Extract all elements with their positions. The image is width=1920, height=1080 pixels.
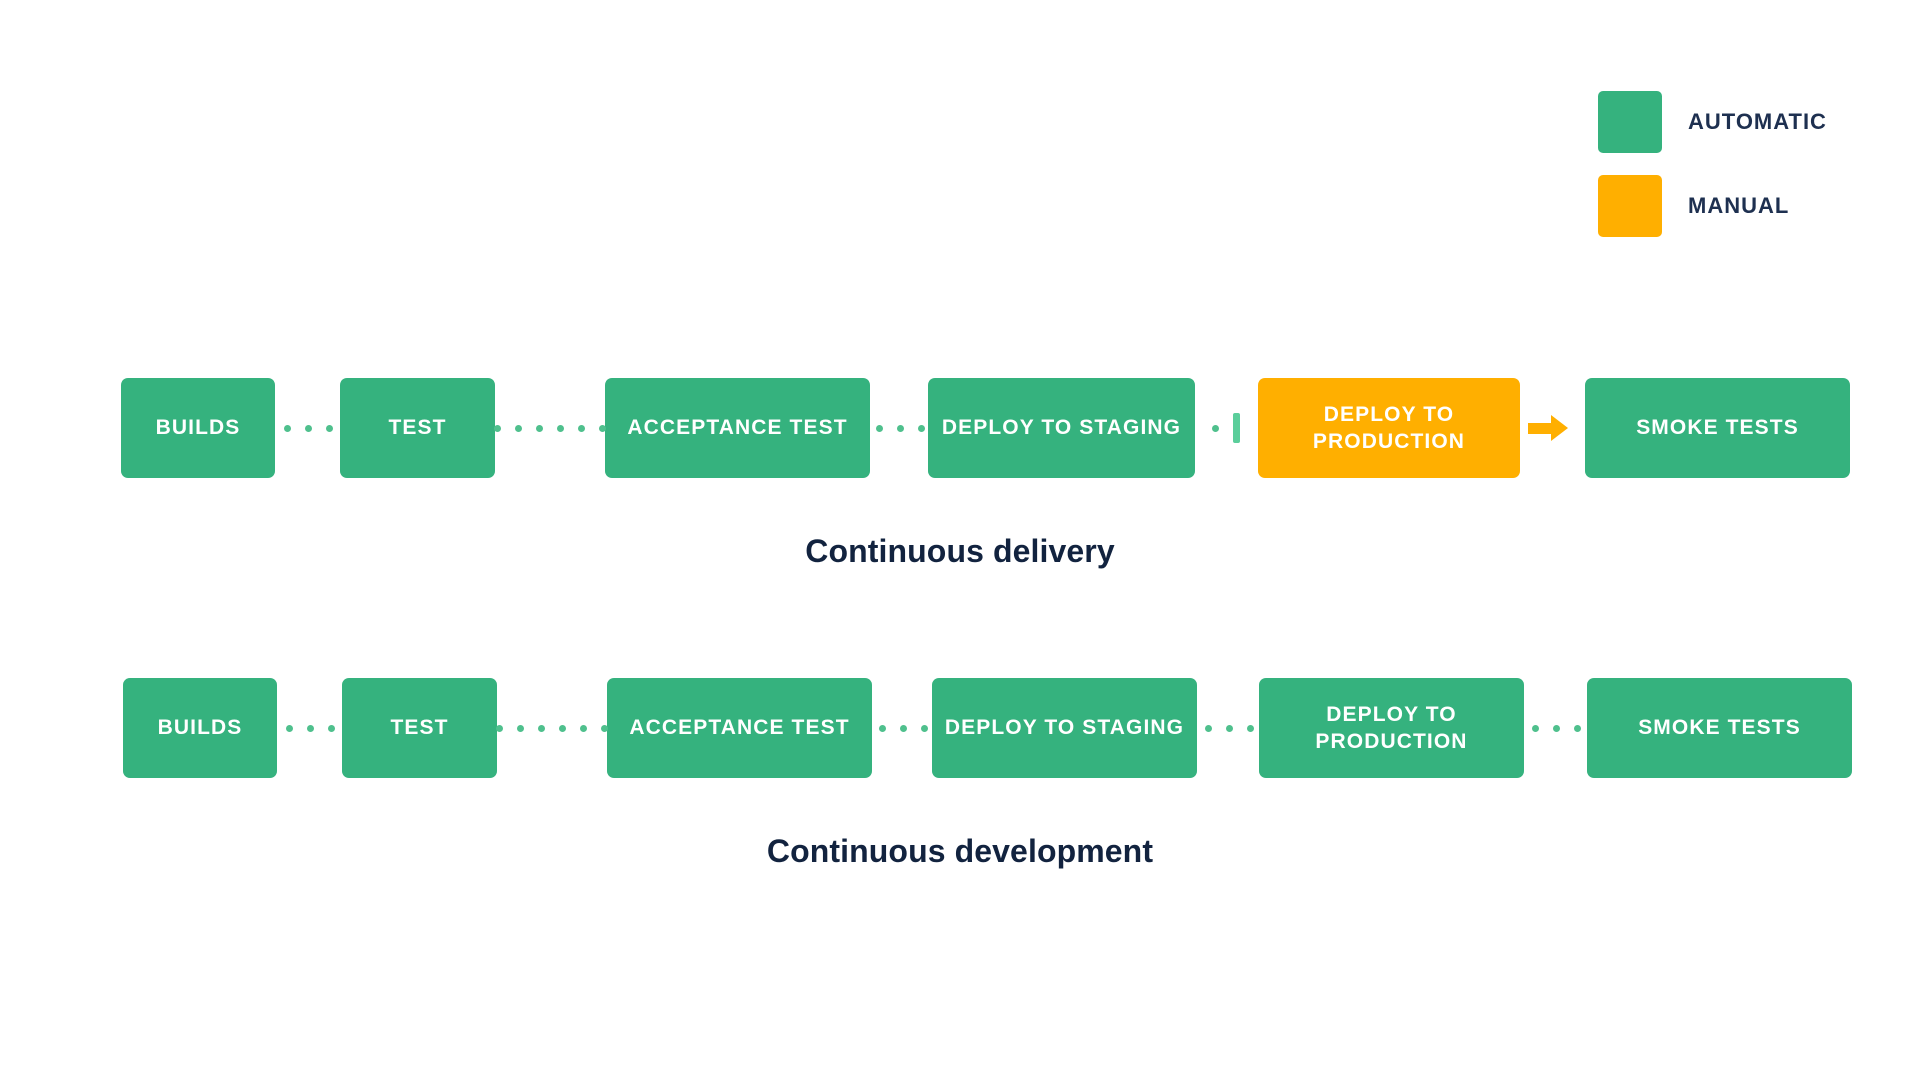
connector-dot-icon	[306, 724, 314, 732]
connector-dotted-4	[1203, 724, 1255, 732]
pipeline-stage-acceptance-test[interactable]: ACCEPTANCE TEST	[607, 678, 872, 778]
legend-label-automatic: AUTOMATIC	[1688, 109, 1827, 134]
connector-dotted-3	[878, 724, 928, 732]
connector-dot-icon	[536, 424, 543, 432]
connector-dot-icon	[559, 724, 566, 732]
connector-dot-icon	[304, 424, 312, 432]
connector-dot-icon	[1225, 724, 1233, 732]
pipeline-stage-deploy-to-staging[interactable]: DEPLOY TO STAGING	[928, 378, 1195, 478]
pipeline-stage-deploy-to-production[interactable]: DEPLOY TO PRODUCTION	[1259, 678, 1524, 778]
connector-dot-icon	[515, 424, 522, 432]
pipeline-continuous-development: BUILDS TEST ACCEPTANCE TEST DEPLOY TO STAGI…	[0, 678, 1920, 778]
arrow-head	[1551, 415, 1568, 441]
pipeline-stage-builds[interactable]: BUILDS	[123, 678, 277, 778]
pipeline-stage-test[interactable]: TEST	[340, 378, 495, 478]
connector-dot-icon	[283, 424, 291, 432]
connector-dot-icon	[1212, 424, 1219, 432]
connector-dot-icon	[1204, 724, 1212, 732]
legend-item-manual: MANUAL	[1598, 174, 1827, 238]
connector-dot-icon	[1573, 724, 1581, 732]
connector-dot-icon	[1552, 724, 1560, 732]
manual-gate-bar-icon	[1233, 413, 1240, 443]
connector-dot-icon	[920, 724, 928, 732]
legend: AUTOMATIC MANUAL	[1598, 90, 1827, 258]
pipeline-stage-smoke-tests[interactable]: SMOKE TESTS	[1585, 378, 1850, 478]
connector-dot-icon	[578, 424, 585, 432]
connector-dot-icon	[899, 724, 907, 732]
connector-dotted-1	[283, 724, 337, 732]
connector-dot-icon	[1531, 724, 1539, 732]
connector-dotted-3	[875, 424, 925, 432]
caption-continuous-development: Continuous development	[766, 833, 1154, 869]
arrow-shaft	[1528, 422, 1552, 434]
arrow-right-icon	[1528, 415, 1568, 441]
connector-dot-icon	[494, 424, 501, 432]
connector-dot-icon	[496, 724, 503, 732]
connector-dot-icon	[896, 424, 904, 432]
pipeline-stage-builds[interactable]: BUILDS	[121, 378, 275, 478]
connector-dot-icon	[557, 424, 564, 432]
pipeline-stage-deploy-to-staging[interactable]: DEPLOY TO STAGING	[932, 678, 1197, 778]
connector-dot-icon	[327, 724, 335, 732]
pipeline-stage-smoke-tests[interactable]: SMOKE TESTS	[1587, 678, 1852, 778]
connector-dot-icon	[580, 724, 587, 732]
connector-dot-icon	[875, 424, 883, 432]
connector-dot-icon	[538, 724, 545, 732]
pipeline-stage-deploy-to-production[interactable]: DEPLOY TO PRODUCTION	[1258, 378, 1520, 478]
connector-dot-icon	[517, 724, 524, 732]
connector-dotted-5	[1530, 724, 1582, 732]
connector-dotted-1	[281, 424, 335, 432]
connector-dot-icon	[917, 424, 925, 432]
connector-gate-4	[1200, 413, 1252, 443]
connector-dotted-2	[494, 424, 606, 432]
pipeline-continuous-delivery: BUILDS TEST ACCEPTANCE TEST DEPLOY TO STAGI…	[0, 378, 1920, 478]
connector-dot-icon	[285, 724, 293, 732]
green-swatch-icon	[1598, 91, 1662, 153]
connector-dot-icon	[1246, 724, 1254, 732]
connector-dot-icon	[878, 724, 886, 732]
pipeline-stage-test[interactable]: TEST	[342, 678, 497, 778]
legend-item-automatic: AUTOMATIC	[1598, 90, 1827, 154]
caption-continuous-delivery: Continuous delivery	[805, 533, 1115, 569]
connector-dot-icon	[601, 724, 608, 732]
orange-swatch-icon	[1598, 175, 1662, 237]
pipeline-stage-acceptance-test[interactable]: ACCEPTANCE TEST	[605, 378, 870, 478]
connector-dot-icon	[599, 424, 606, 432]
legend-label-manual: MANUAL	[1688, 193, 1790, 218]
connector-dot-icon	[325, 424, 333, 432]
connector-dotted-2	[496, 724, 608, 732]
